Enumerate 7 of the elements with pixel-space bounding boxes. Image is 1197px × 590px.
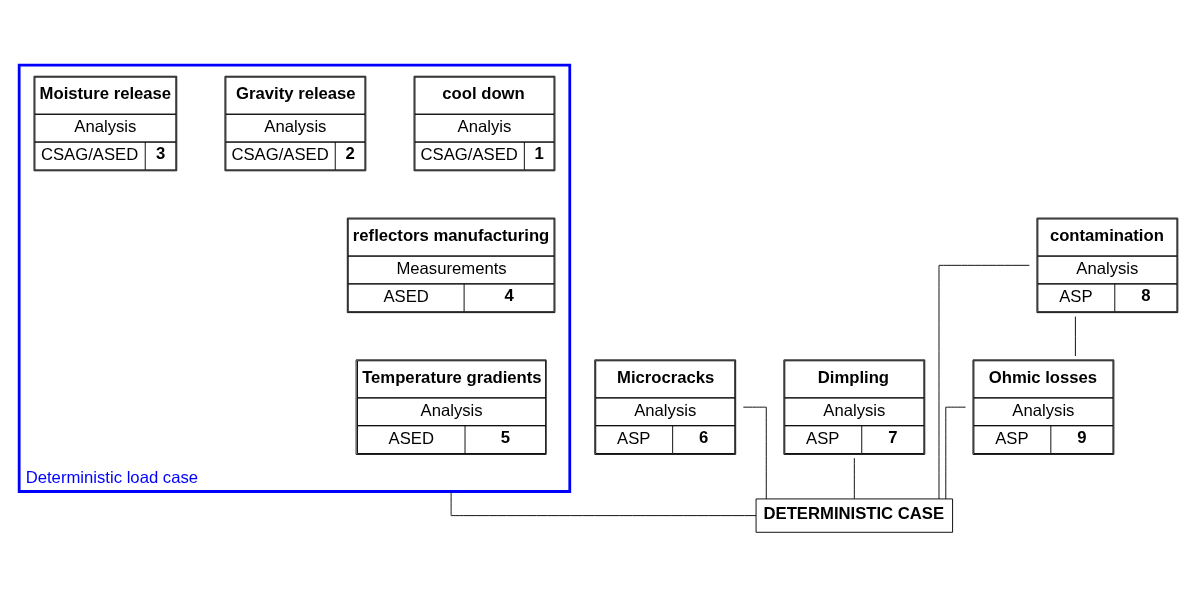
connector <box>1074 316 1076 357</box>
connector <box>450 491 757 517</box>
connector <box>853 457 855 500</box>
connector <box>938 264 1030 500</box>
node-box: DETERMINISTIC CASE <box>755 498 954 533</box>
connector <box>742 406 767 500</box>
connector <box>945 406 966 500</box>
